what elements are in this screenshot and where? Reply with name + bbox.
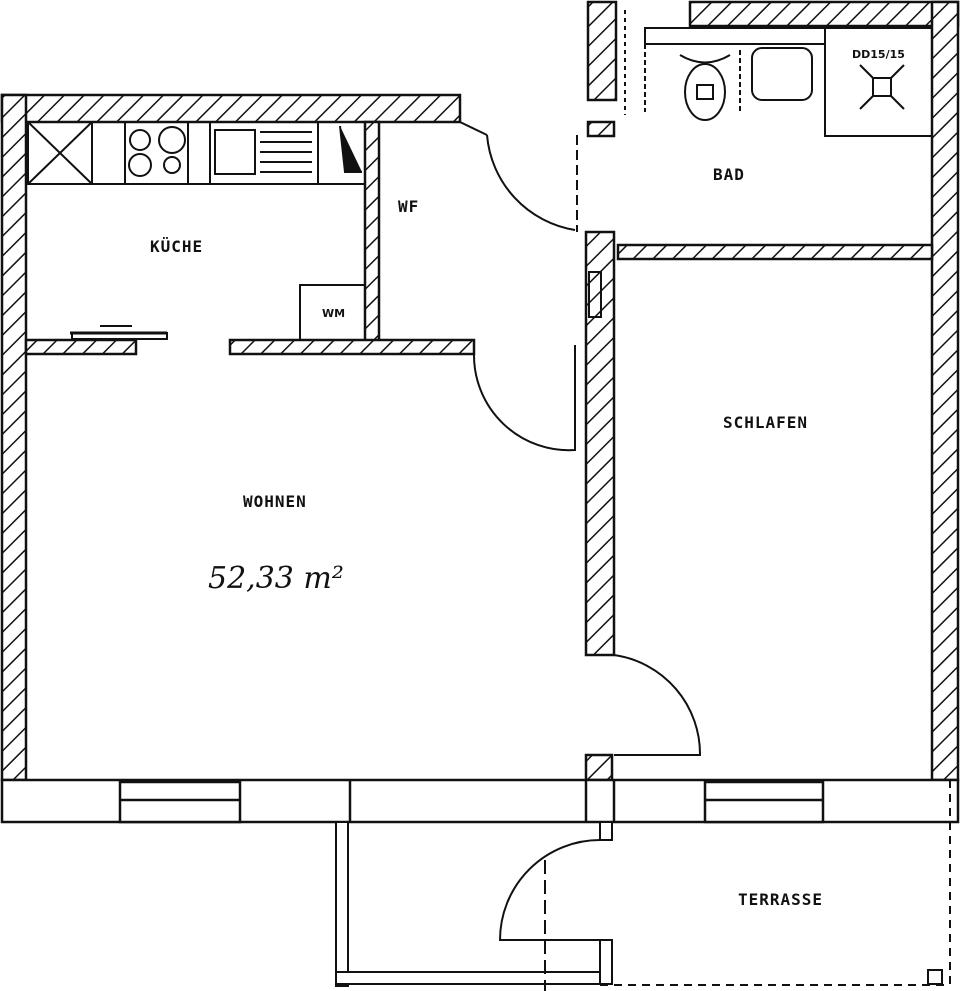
stove-burner: [129, 129, 151, 151]
bedroom-door-swing[interactable]: [613, 654, 702, 756]
room-label-wf: WF: [398, 197, 419, 216]
wall-right: [930, 0, 960, 782]
bath-fixtures: [588, 10, 933, 318]
toilet: [684, 63, 726, 121]
entrance-door-swing[interactable]: [486, 134, 576, 231]
kitchen-sliding-door[interactable]: [71, 332, 168, 340]
wall-center-low: [584, 753, 614, 782]
washing-machine: [299, 284, 366, 341]
wall-kitchen-living-a: [24, 338, 138, 356]
shower-drain-icon: [859, 64, 905, 110]
sink: [214, 129, 256, 175]
wall-kitchen-living-b: [228, 338, 476, 356]
wall-bath-top: [688, 0, 960, 28]
facade: [0, 778, 960, 824]
washbasin: [751, 47, 813, 101]
room-label-terrace: TERRASSE: [738, 890, 823, 909]
wall-top-left: [0, 93, 462, 124]
area-label: 52,33 m²: [208, 561, 344, 596]
terrace: [335, 780, 951, 991]
terrace-door-swing[interactable]: [498, 839, 601, 941]
room-label-bedroom: SCHLAFEN: [723, 413, 808, 432]
wall-bath-bedroom: [616, 243, 934, 261]
wall-bath-left: [586, 0, 618, 102]
window-bedroom[interactable]: [703, 780, 825, 824]
kitchen-units: [27, 121, 366, 341]
room-label-living: WOHNEN: [243, 492, 307, 511]
room-label-bath: BAD: [713, 165, 745, 184]
wall-kitchen-wf: [363, 120, 381, 346]
wall-bath-stub: [586, 120, 616, 138]
walls: [0, 0, 960, 782]
shower-label: DD15/15: [852, 48, 905, 61]
room-label-wm: WM: [322, 307, 345, 320]
window-living[interactable]: [118, 780, 242, 824]
room-label-kitchen: KÜCHE: [150, 237, 203, 256]
wall-left: [0, 93, 28, 782]
wf-living-door-swing[interactable]: [472, 345, 576, 452]
doors: [70, 121, 702, 756]
